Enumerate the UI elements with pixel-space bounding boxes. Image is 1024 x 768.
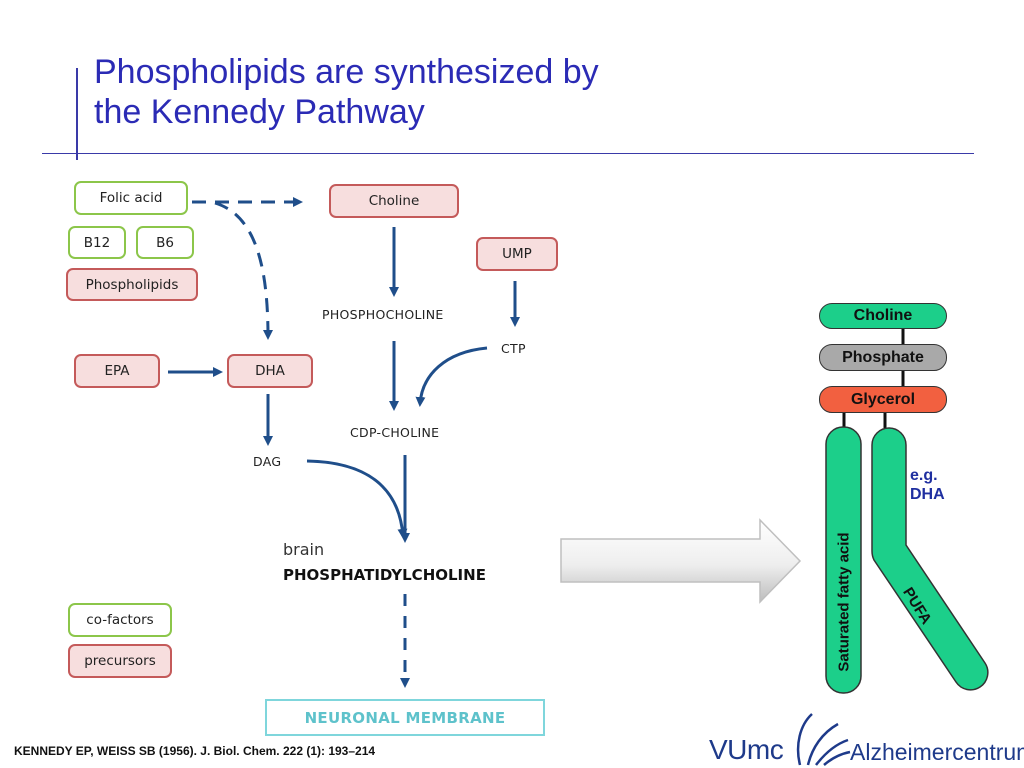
legend-precursors: precursors: [68, 644, 172, 678]
box-b6: B6: [136, 226, 194, 259]
molecule-choline-label: Choline: [853, 307, 913, 324]
vumc-logo: VUmc: [709, 734, 784, 765]
molecule-choline-head: Choline: [819, 303, 947, 329]
title-line-2: the Kennedy Pathway: [94, 93, 425, 131]
label-phosphatidylcholine: PHOSPHATIDYLCHOLINE: [283, 566, 486, 584]
neuronal-membrane-label: NEURONAL MEMBRANE: [304, 708, 506, 727]
box-dha-label: DHA: [255, 363, 285, 379]
box-phospholipids: Phospholipids: [66, 268, 198, 301]
citation: KENNEDY EP, WEISS SB (1956). J. Biol. Ch…: [14, 744, 376, 758]
arrow-folic-to-dha: [214, 201, 273, 340]
label-cdp-choline: CDP-CHOLINE: [350, 425, 440, 440]
big-arrow: [560, 518, 802, 604]
legend-cofactors: co-factors: [68, 603, 172, 637]
title-line-1: Phospholipids are synthesized by: [94, 53, 599, 91]
title-underline: [42, 153, 974, 154]
saturated-fatty-acid-label: Saturated fatty acid: [835, 532, 853, 672]
box-b6-label: B6: [156, 234, 174, 251]
label-dag: DAG: [253, 454, 282, 469]
box-folic-acid: Folic acid: [74, 181, 188, 215]
label-ctp: CTP: [501, 341, 526, 356]
box-neuronal-membrane: NEURONAL MEMBRANE: [265, 699, 545, 736]
alzheimercentrum-logo-mark: [796, 713, 851, 766]
box-choline-label: Choline: [368, 193, 420, 209]
box-ump-label: UMP: [502, 246, 532, 262]
molecule-phosphate: Phosphate: [819, 344, 947, 371]
molecule-glycerol-label: Glycerol: [850, 390, 916, 408]
box-choline: Choline: [329, 184, 459, 218]
alzheimercentrum-logo: Alzheimercentrum: [850, 739, 1024, 765]
molecule-glycerol: Glycerol: [819, 386, 947, 413]
saturated-fatty-acid-tail: [825, 426, 862, 694]
box-b12: B12: [68, 226, 126, 259]
box-dha: DHA: [227, 354, 313, 388]
example-line-2: DHA: [910, 486, 945, 503]
box-ump: UMP: [476, 237, 558, 271]
example-line-1: e.g.: [910, 467, 938, 484]
label-brain: brain: [283, 540, 325, 559]
title-accent-line: [76, 68, 78, 160]
example-dha-note: e.g. DHA: [910, 466, 945, 504]
pufa-tail: [871, 427, 989, 691]
legend-cofactors-label: co-factors: [86, 612, 154, 628]
box-folic-acid-label: Folic acid: [99, 190, 163, 206]
page-title: Phospholipids are synthesized by the Ken…: [94, 52, 854, 132]
arrow-ctp-to-cdp: [415, 346, 488, 407]
molecule-phosphate-label: Phosphate: [842, 348, 924, 366]
box-b12-label: B12: [83, 234, 111, 251]
box-phospholipids-label: Phospholipids: [85, 276, 179, 293]
box-epa: EPA: [74, 354, 160, 388]
arrow-dag-to-pc: [306, 459, 408, 539]
legend-precursors-label: precursors: [84, 653, 156, 669]
box-epa-label: EPA: [104, 363, 130, 379]
label-phosphocholine: PHOSPHOCHOLINE: [322, 307, 444, 322]
